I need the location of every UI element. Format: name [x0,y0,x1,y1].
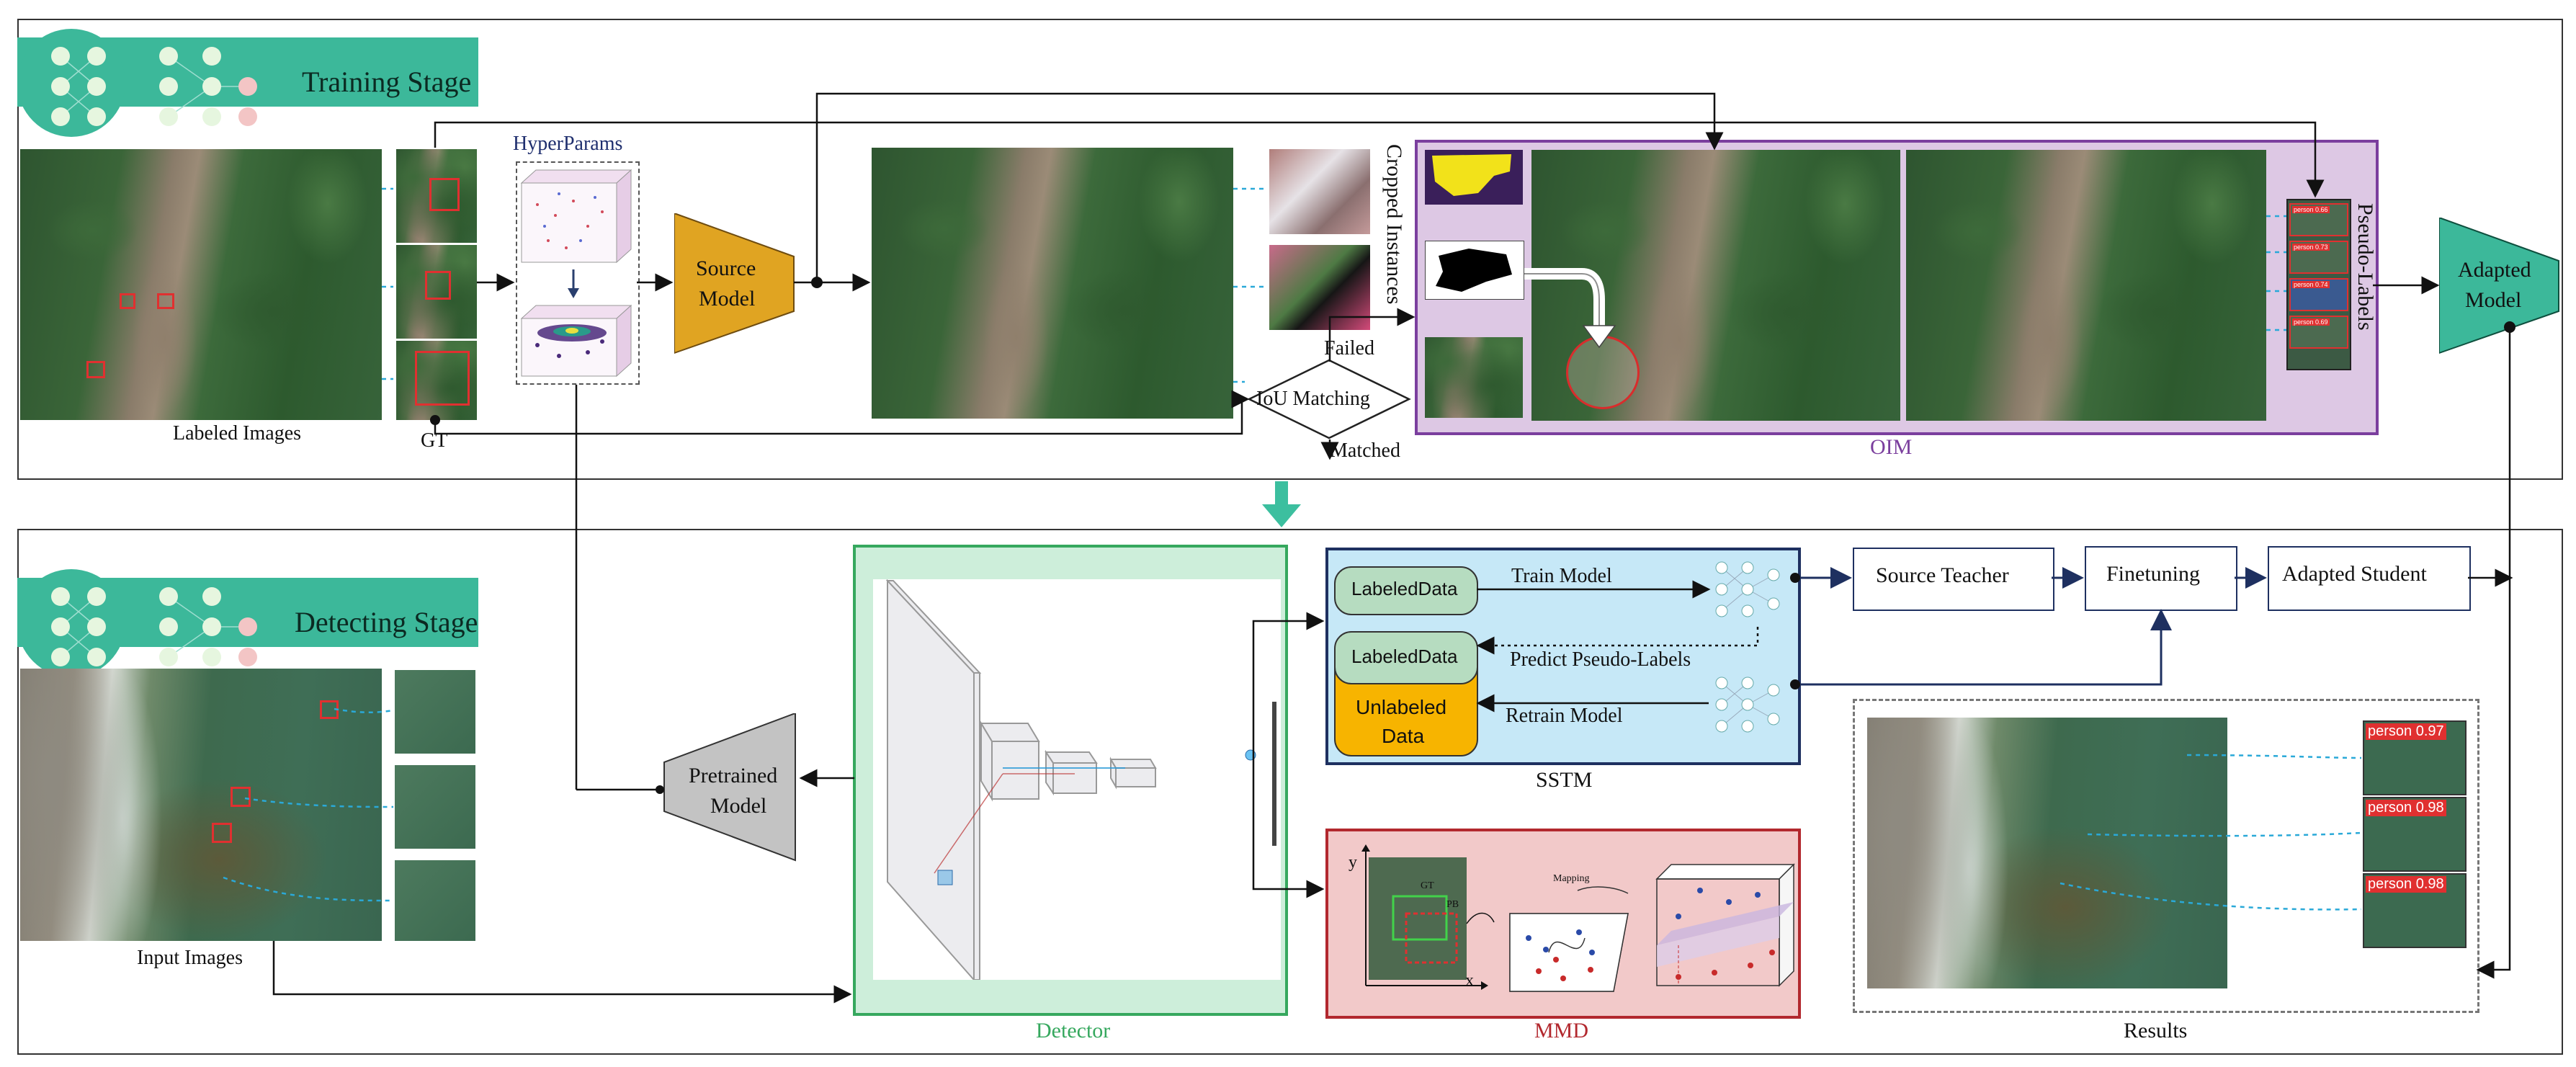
pretrained-model-label-1: Pretrained [689,764,778,787]
training-stage-badge: Training Stage [17,29,478,137]
oim-image-2 [1906,150,2266,421]
iou-matching-diamond [1247,359,1411,439]
mmd-axis-y: y [1349,853,1357,872]
oim-label: OIM [1870,435,1913,459]
adapted-student-label: Adapted Student [2282,562,2427,586]
labeled-data-box-2 [1334,631,1478,684]
results-dashed-box [1853,699,2479,1013]
mask-yellow [1425,150,1523,205]
iou-matching-label: IoU Matching [1256,388,1370,410]
sstm-network-icons [1715,561,1780,733]
hyperparams-cubes [520,169,632,378]
source-model-label-1: Source [696,256,756,280]
retrain-model-label: Retrain Model [1506,705,1623,727]
stage-transition-arrow [1262,481,1301,527]
source-teacher-label: Source Teacher [1876,563,2009,587]
input-images-label: Input Images [137,947,243,969]
pseudo-label-crop-3: person 0.74 [2289,278,2348,311]
mmd-mapping: Mapping [1553,873,1590,884]
pseudo-labels-label: Pseudo-Labels [2353,203,2377,331]
adapted-model-label-2: Model [2465,288,2522,312]
predict-pseudo-labels-label: Predict Pseudo-Labels [1510,648,1691,671]
training-stage-title: Training Stage [302,66,472,98]
gt-crop-3 [396,341,477,420]
source-teacher-box [1853,548,2054,611]
labeled-images-label: Labeled Images [173,422,302,445]
pretrained-model-shape [663,713,796,862]
mmd-gt: GT [1421,880,1434,891]
train-model-label: Train Model [1511,565,1612,587]
matched-label: Matched [1330,439,1400,462]
detecting-stage-panel [17,529,2563,1055]
source-model-label-2: Model [699,287,756,311]
source-detection-image [872,148,1233,419]
cropped-instance-1 [1269,149,1370,234]
results-image [1867,718,2227,988]
training-stage-panel [17,19,2563,480]
pseudo-label-crop-2: person 0.73 [2289,241,2348,274]
mask-insert-arrow [1524,268,1616,349]
labeled-data-label-1: LabeledData [1351,578,1458,599]
network-icon [51,47,257,126]
result-crop-1: person 0.97 [2363,720,2467,795]
labeled-image [20,149,382,420]
failed-label: Failed [1324,337,1374,360]
unlabeled-data-label-1: Unlabeled [1356,696,1447,718]
input-crop-3 [395,860,475,941]
source-model-shape [674,213,795,354]
cropped-instances-label: Cropped Instances [1382,144,1406,305]
hyperparams-label: HyperParams [513,133,623,155]
unlabeled-data-label-2: Data [1382,725,1425,747]
gt-crop-2 [396,245,477,339]
detector-network-diagram [885,579,1276,980]
result-crop-3: person 0.98 [2363,873,2467,948]
mmd-pb: PB [1446,899,1459,910]
cropped-instance-2 [1269,245,1370,330]
pretrained-model-label-2: Model [710,794,767,818]
labeled-data-label-2: LabeledData [1351,646,1458,667]
input-crop-2 [395,765,475,849]
input-image [20,669,382,941]
input-crop-1 [395,670,475,754]
hyperparams-box [516,161,640,385]
sstm-label: SSTM [1536,768,1593,792]
mask-black [1425,241,1524,300]
mmd-diagram [1361,844,1795,992]
mmd-axis-x: x [1465,971,1474,990]
detector-label: Detector [1036,1019,1111,1043]
mask-source-crop [1425,337,1523,418]
labeled-data-box-1 [1334,566,1478,615]
adapted-student-box [2268,546,2471,611]
detecting-stage-title: Detecting Stage [295,606,478,638]
finetuning-label: Finetuning [2106,562,2201,586]
mmd-label: MMD [1534,1019,1589,1043]
detecting-stage-badge: Detecting Stage [17,569,478,677]
result-crop-2: person 0.98 [2363,797,2467,872]
results-label: Results [2124,1019,2188,1043]
adapted-model-shape [2439,218,2559,354]
pseudo-label-crop-4: person 0.69 [2289,316,2348,349]
gt-crop-1 [396,149,477,243]
adapted-model-label-1: Adapted [2458,258,2531,282]
network-icon [51,587,257,666]
pseudo-label-crop-1: person 0.66 [2289,203,2348,236]
